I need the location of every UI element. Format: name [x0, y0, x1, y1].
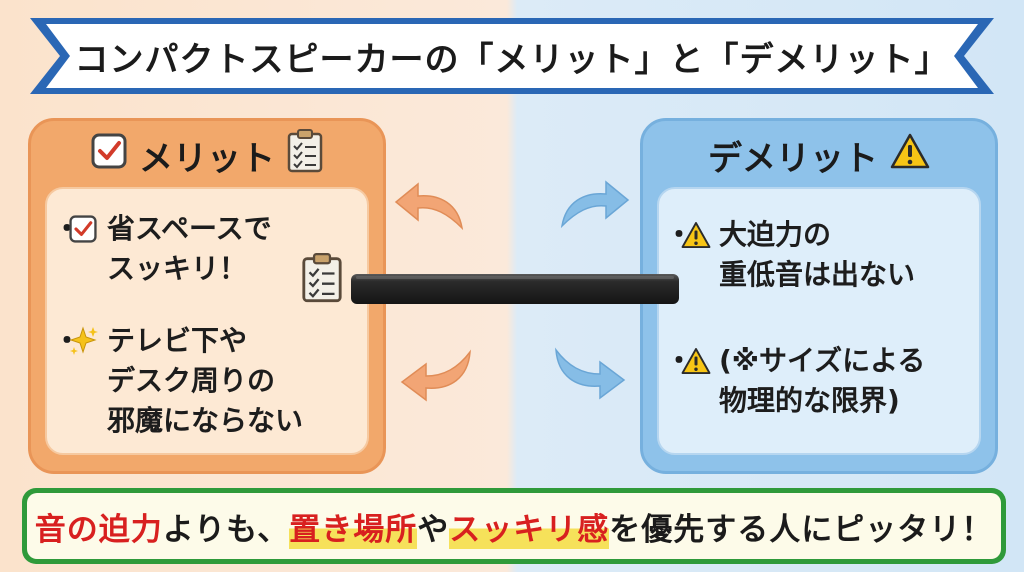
- summary-part: よりも、: [162, 511, 290, 548]
- merit-item-text: テレビ下や デスク周りの 邪魔にならない: [107, 324, 304, 437]
- demerit-item-text: 大迫力の 重低音は出ない: [719, 218, 916, 291]
- demerit-item-text: (※サイズによる 物理的な限界): [719, 344, 926, 417]
- merit-item-2: ・ テレビ下や デスク周りの 邪魔にならない: [53, 321, 303, 441]
- arrow-icon: [555, 347, 626, 400]
- checkbox-icon: [91, 133, 127, 178]
- warning-icon: [681, 215, 713, 255]
- arrow-icon: [560, 180, 630, 229]
- demerit-item-1: ・ 大迫力の 重低音は出ない: [665, 215, 915, 295]
- title-ribbon-shape: [30, 18, 994, 94]
- sparkle-icon: [69, 321, 101, 361]
- arrow-icon: [400, 349, 471, 402]
- title-banner: コンパクトスピーカーの「メリット」と「デメリット」: [30, 12, 994, 100]
- merit-heading: メリット: [31, 128, 383, 182]
- merit-heading-label: メリット: [139, 138, 275, 179]
- page-title: コンパクトスピーカーの「メリット」と「デメリット」: [74, 39, 950, 80]
- summary-highlight: 置き場所: [289, 503, 418, 549]
- warning-icon: [681, 341, 713, 381]
- demerit-heading-label: デメリット: [708, 138, 878, 179]
- summary-part: を優先する人にピッタリ！: [609, 511, 994, 548]
- merit-list: [45, 187, 369, 455]
- summary-highlight: 音の迫力: [34, 511, 163, 548]
- clipboard-icon: [301, 253, 343, 307]
- merit-item-1: ・ 省スペースで スッキリ！: [53, 209, 272, 289]
- bullet: ・: [665, 344, 694, 377]
- demerit-panel: デメリット ・ 大迫力の 重低音は出ない ・: [640, 118, 998, 474]
- soundbar-speaker: [351, 274, 679, 304]
- summary-part: や: [417, 511, 450, 548]
- bullet: ・: [665, 218, 694, 251]
- demerit-item-2: ・ (※サイズによる 物理的な限界): [665, 341, 925, 421]
- bullet: ・: [53, 324, 82, 357]
- summary-text: 音の迫力よりも、置き場所やスッキリ感を優先する人にピッタリ！: [27, 493, 1001, 559]
- warning-icon: [890, 133, 930, 178]
- arrow-icon: [394, 182, 464, 231]
- summary-banner: 音の迫力よりも、置き場所やスッキリ感を優先する人にピッタリ！: [22, 488, 1006, 564]
- demerit-heading: デメリット: [643, 129, 995, 181]
- summary-highlight: スッキリ感: [449, 503, 610, 549]
- merit-panel: メリット ・ 省スペースで スッキリ！ ・: [28, 118, 386, 474]
- clipboard-icon: [287, 128, 323, 182]
- bullet: ・: [53, 212, 82, 245]
- merit-item-text: 省スペースで スッキリ！: [107, 212, 272, 285]
- checkbox-icon: [69, 209, 101, 249]
- demerit-list: [657, 187, 981, 455]
